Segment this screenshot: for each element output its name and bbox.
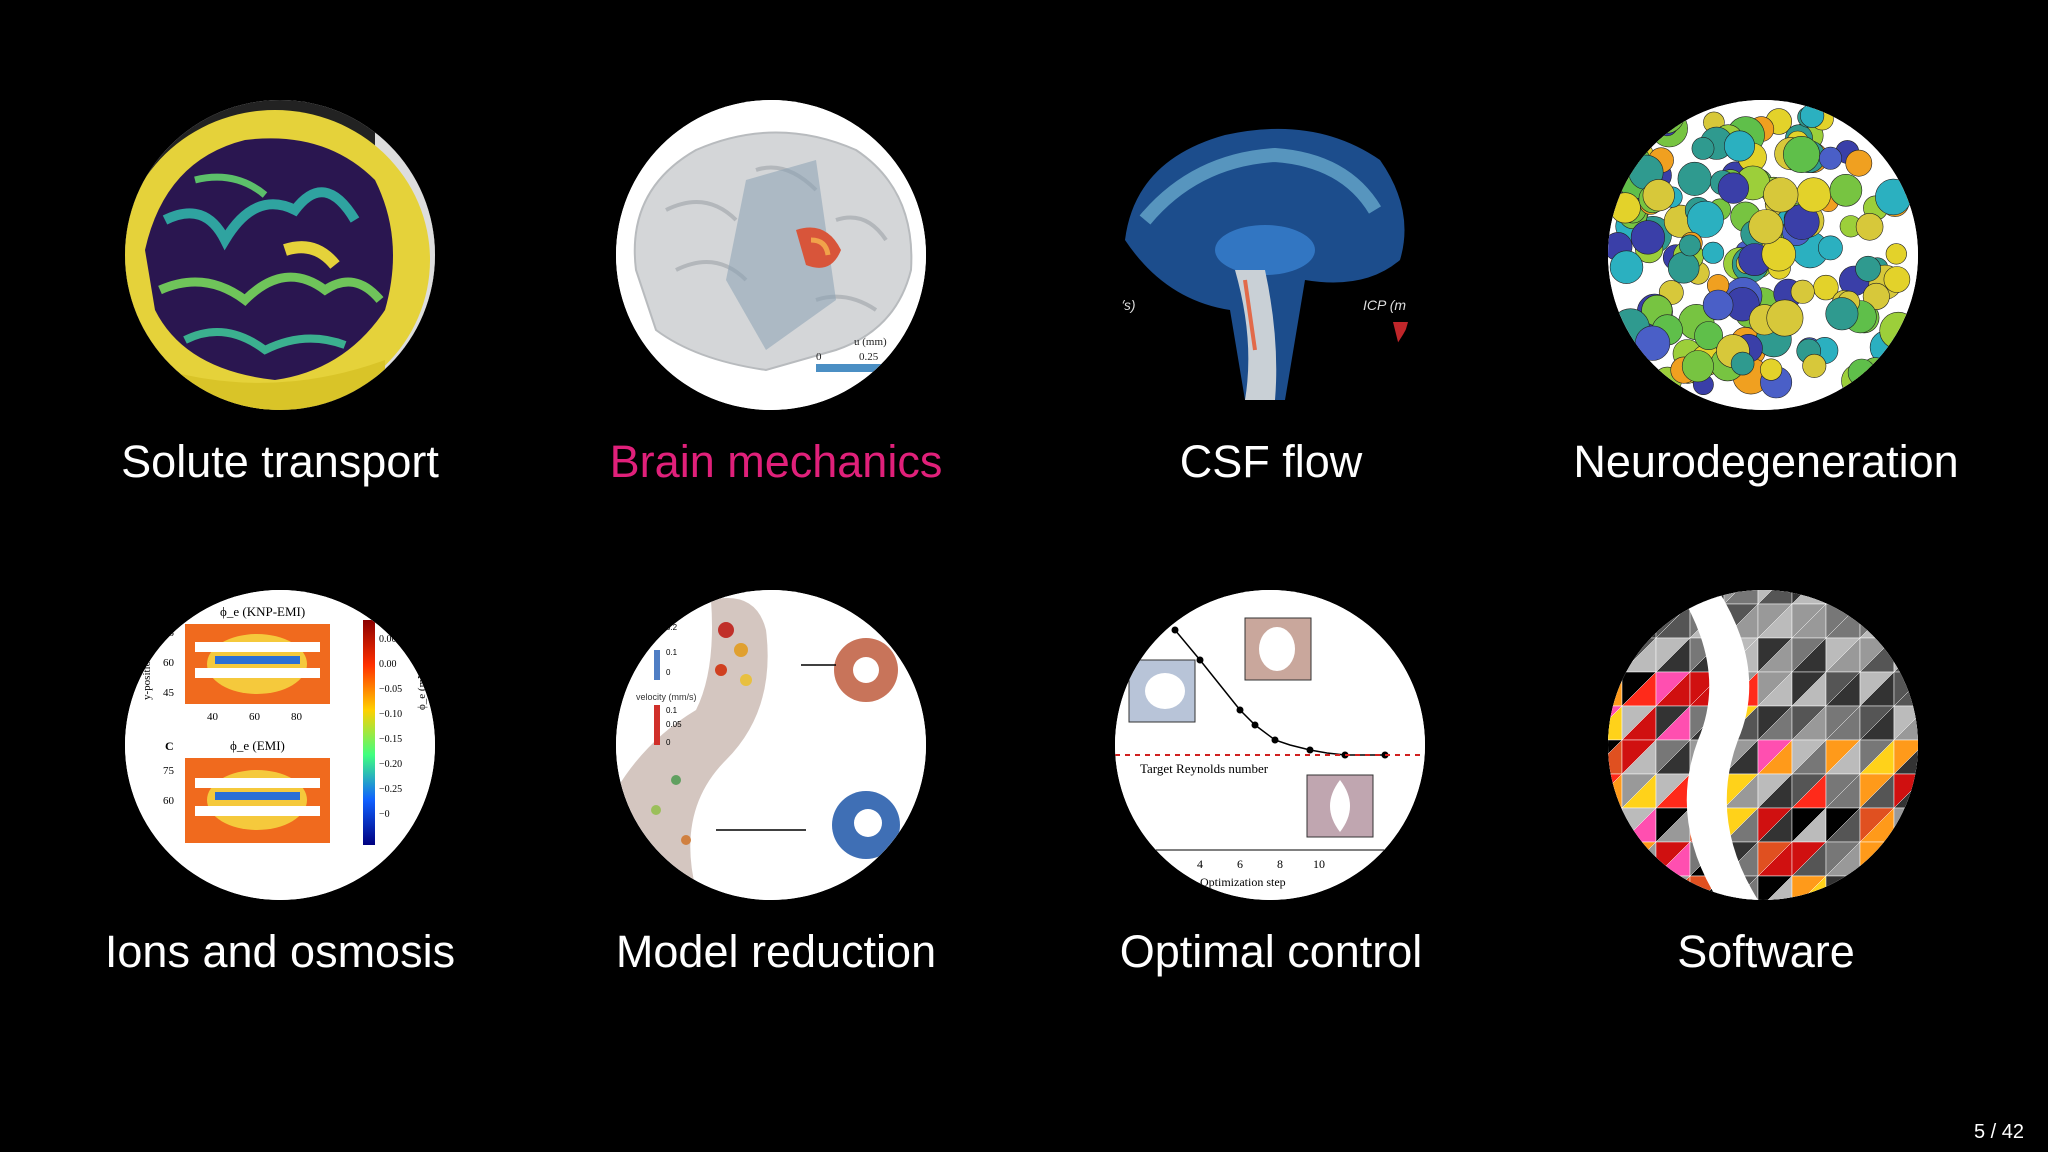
topic-label-software[interactable]: Software <box>1677 926 1855 977</box>
svg-text:−0.25: −0.25 <box>379 784 402 795</box>
svg-text:u (mm): u (mm) <box>854 336 887 348</box>
svg-text:C: C <box>165 739 174 753</box>
svg-text:0: 0 <box>816 351 822 363</box>
topic-label-ions-osmosis[interactable]: Ions and osmosis <box>104 926 456 977</box>
topic-label-model-reduction[interactable]: Model reduction <box>615 926 937 977</box>
svg-text:6: 6 <box>1237 857 1243 871</box>
svg-text:0.2: 0.2 <box>666 623 678 632</box>
svg-text:60: 60 <box>249 711 261 723</box>
svg-text:−0.05: −0.05 <box>379 684 402 695</box>
svg-text:y-position (μm): y-position (μm) <box>141 631 153 700</box>
svg-text:/s): /s) <box>1119 297 1136 313</box>
page-number: 5 / 42 <box>1973 1121 2024 1143</box>
svg-text:ϕ_e (mV): ϕ_e (mV) <box>416 667 428 710</box>
svg-text:60: 60 <box>163 657 175 669</box>
csf-flow-image: /s) ICP (m <box>1115 100 1425 410</box>
svg-text:ICP (m: ICP (m <box>1363 297 1406 313</box>
topic-label-csf-flow[interactable]: CSF flow <box>1179 436 1363 487</box>
topic-label-solute-transport[interactable]: Solute transport <box>121 436 439 487</box>
svg-text:4: 4 <box>1197 857 1203 871</box>
svg-text:0: 0 <box>666 738 671 747</box>
svg-text:−0: −0 <box>379 809 390 820</box>
svg-text:8: 8 <box>1277 857 1283 871</box>
topic-label-brain-mechanics[interactable]: Brain mechanics <box>609 436 943 487</box>
svg-text:0: 0 <box>666 668 671 677</box>
svg-text:75: 75 <box>163 765 175 777</box>
ions-osmosis-image: ϕ_e (KNP-EMI) 75 60 45 40 60 80 C ϕ_e (E… <box>125 590 435 900</box>
svg-text:10: 10 <box>1313 857 1325 871</box>
model-reduction-image: velocity (mm/s) 0.1 0.05 0 0.2 0.1 0 <box>616 590 926 900</box>
svg-text:0.00: 0.00 <box>379 659 397 670</box>
svg-text:60: 60 <box>163 795 175 807</box>
svg-text:velocity (mm/s): velocity (mm/s) <box>636 692 697 702</box>
topic-label-optimal-control[interactable]: Optimal control <box>1119 926 1423 977</box>
brain-mechanics-image: u (mm) 0 0.25 <box>616 100 926 410</box>
svg-text:0.1: 0.1 <box>666 648 678 657</box>
svg-text:ϕ_e (EMI): ϕ_e (EMI) <box>230 738 285 753</box>
svg-text:0.25: 0.25 <box>859 351 879 363</box>
svg-text:ϕ_e (KNP-EMI): ϕ_e (KNP-EMI) <box>220 604 305 619</box>
svg-text:−0.10: −0.10 <box>379 709 402 720</box>
neurodegeneration-image <box>1608 100 1918 410</box>
svg-text:−0.15: −0.15 <box>379 734 402 745</box>
software-image <box>1608 590 1918 900</box>
svg-text:0.00: 0.00 <box>379 634 397 645</box>
svg-text:80: 80 <box>291 711 303 723</box>
svg-text:Optimization step: Optimization step <box>1200 875 1286 889</box>
svg-text:0.1: 0.1 <box>666 706 678 715</box>
topic-label-neurodegeneration[interactable]: Neurodegeneration <box>1573 436 1959 487</box>
svg-text:40: 40 <box>207 711 219 723</box>
solute-transport-image <box>125 100 435 410</box>
optimal-control-image: Target Reynolds number 4 6 8 10 Optimiza… <box>1115 590 1425 900</box>
svg-text:75: 75 <box>163 627 175 639</box>
svg-text:Target Reynolds number: Target Reynolds number <box>1140 761 1269 776</box>
svg-text:0.05: 0.05 <box>666 720 682 729</box>
svg-text:−0.20: −0.20 <box>379 759 402 770</box>
svg-text:45: 45 <box>163 687 175 699</box>
